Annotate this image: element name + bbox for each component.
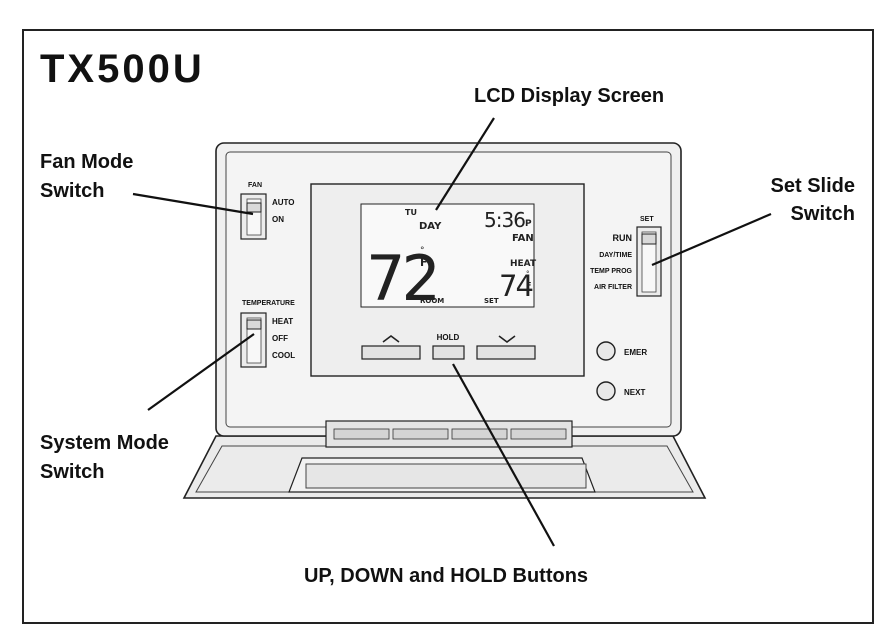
set-option-run: RUN	[613, 233, 633, 243]
model-title: TX500U	[40, 47, 205, 91]
hold-button[interactable]	[432, 345, 465, 360]
emer-button[interactable]	[596, 341, 616, 361]
lcd-room-unit: F	[420, 256, 428, 269]
down-button[interactable]	[476, 345, 536, 360]
callout-buttons: UP, DOWN and HOLD Buttons	[304, 565, 588, 587]
set-switch-knob[interactable]	[641, 233, 657, 245]
lcd-time: 5:36	[484, 208, 525, 232]
set-switch-header: SET	[640, 216, 654, 223]
callout-set-slide-line1: Set Slide	[771, 175, 855, 197]
lcd-fan-indicator: FAN	[512, 233, 534, 244]
callout-fan-mode-line2: Switch	[40, 180, 104, 202]
leader-line-system-mode	[147, 333, 255, 411]
leader-line-set-slide	[651, 212, 772, 267]
lcd-room-temperature: 72	[366, 242, 437, 315]
set-option-temp-prog: TEMP PROG	[590, 268, 632, 275]
terminal-slot	[510, 428, 567, 440]
callout-system-mode-line2: Switch	[40, 461, 104, 483]
callout-set-slide-line2: Switch	[791, 203, 855, 225]
set-option-air-filter: AIR FILTER	[594, 284, 632, 291]
lcd-room-degree: °	[420, 246, 425, 256]
system-switch-knob[interactable]	[246, 319, 262, 330]
lcd-set-degree: °	[526, 270, 530, 278]
lcd-period: DAY	[419, 221, 442, 232]
lcd-set-temperature: 74	[499, 269, 532, 303]
lcd-am-pm: P	[525, 219, 532, 229]
hold-button-label: HOLD	[437, 333, 460, 342]
set-switch-slot	[641, 231, 657, 293]
next-button[interactable]	[596, 381, 616, 401]
system-option-off: OFF	[272, 334, 288, 343]
system-switch-header: TEMPERATURE	[242, 300, 295, 307]
callout-system-mode-line1: System Mode	[40, 432, 169, 454]
lcd-mode: HEAT	[510, 259, 537, 269]
lcd-set-label: SET	[484, 297, 499, 305]
system-option-heat: HEAT	[272, 317, 293, 326]
set-option-day-time: DAY/TIME	[599, 252, 632, 259]
terminal-slot	[333, 428, 390, 440]
system-option-cool: COOL	[272, 351, 295, 360]
lcd-screen	[360, 203, 535, 308]
base-slot-inner	[305, 463, 587, 489]
leader-line-fan-mode	[132, 192, 254, 216]
lcd-day: TU	[405, 208, 417, 217]
lcd-room-label: ROOM	[420, 297, 444, 305]
terminal-slot	[392, 428, 449, 440]
callout-lcd-display: LCD Display Screen	[474, 85, 664, 107]
emer-button-label: EMER	[624, 348, 647, 357]
fan-switch-knob[interactable]	[246, 202, 262, 213]
callout-fan-mode-line1: Fan Mode	[40, 151, 133, 173]
up-button[interactable]	[361, 345, 421, 360]
up-arrow-icon	[382, 335, 400, 343]
lcd-set-unit: F	[526, 281, 531, 290]
fan-option-on: ON	[272, 215, 284, 224]
terminal-slot	[451, 428, 508, 440]
next-button-label: NEXT	[624, 388, 645, 397]
fan-option-auto: AUTO	[272, 198, 295, 207]
down-arrow-icon	[498, 335, 516, 343]
leader-line-buttons	[452, 363, 555, 547]
leader-line-lcd	[435, 117, 495, 211]
fan-switch-header: FAN	[248, 182, 262, 189]
